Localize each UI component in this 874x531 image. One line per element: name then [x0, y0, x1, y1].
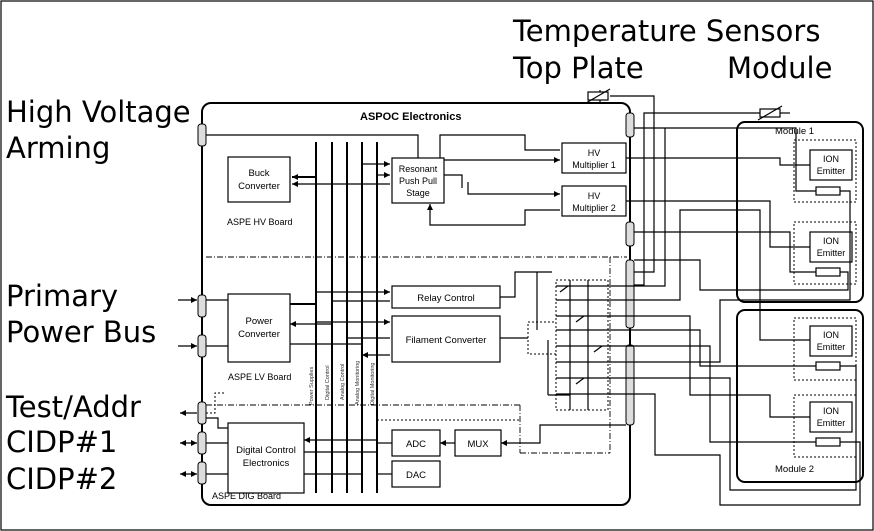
primary-power-connector-1: [197, 294, 207, 318]
module-1-emitter-2: [809, 231, 853, 263]
mux-block: [454, 429, 502, 457]
right-connector-3: [625, 259, 635, 329]
cidp1-label: CIDP#1: [6, 425, 117, 459]
module-2-label: Module 2: [775, 464, 814, 475]
test-addr-label: Test/Addr: [5, 390, 141, 424]
svg-text:ION: ION: [823, 154, 839, 164]
dig-board-label: ASPE DIG Board: [212, 491, 281, 501]
bus-label-power-supplies: Power Supplies: [309, 367, 315, 405]
high-voltage-label: High Voltage: [6, 95, 191, 129]
power-bus-label: Power Bus: [6, 315, 156, 349]
bus-label-digital-control: Digital Control: [325, 365, 331, 400]
module-2-emitter-group-1: [793, 317, 857, 381]
bus-lines: [315, 142, 378, 493]
right-connector-2: [625, 221, 635, 247]
resonant-label-1: Resonant: [399, 164, 438, 174]
resonant-label-2: Push Pull: [399, 176, 437, 186]
aspoc-electronics-title: ASPOC Electronics: [360, 111, 461, 123]
module-1-emitter-1: [809, 149, 853, 181]
relay-switch-matrix: [527, 279, 609, 411]
primary-power-connector-2: [197, 334, 207, 358]
bus-label-analog-monitoring: Analog Monitoring: [355, 361, 361, 405]
hv-multiplier-2-block: [561, 185, 627, 217]
module-2-emitter-1: [809, 325, 853, 357]
hvmult1-label-1: HV: [588, 148, 601, 158]
filament-label: Filament Converter: [406, 335, 487, 346]
svg-text:ION: ION: [823, 236, 839, 246]
module-1: [736, 121, 864, 303]
cidp2-label: CIDP#2: [6, 462, 117, 496]
module-label: Module: [727, 51, 832, 85]
hvmult2-label-2: Multiplier 2: [572, 203, 616, 213]
cidp1-connector: [197, 431, 207, 455]
arming-label: Arming: [6, 131, 110, 165]
digital-label-1: Digital Control: [236, 445, 296, 456]
svg-text:Emitter: Emitter: [817, 248, 846, 258]
mux-label: MUX: [467, 439, 489, 450]
svg-text:ION: ION: [823, 330, 839, 340]
buck-converter-block: [227, 156, 291, 203]
right-connector-4: [625, 344, 635, 426]
module-wiring: [608, 127, 861, 506]
module-1-emitter-group-1: [793, 139, 857, 203]
temperature-sensors-label: Temperature Sensors: [512, 14, 820, 48]
digital-label-2: Electronics: [243, 458, 290, 469]
resonant-label-3: Stage: [406, 188, 430, 198]
cidp2-connector: [197, 461, 207, 485]
adc-label: ADC: [406, 439, 426, 450]
bus-label-analog-control: Analog Control: [340, 364, 346, 400]
svg-text:ION: ION: [823, 406, 839, 416]
dac-label: DAC: [406, 470, 426, 481]
power-label-2: Converter: [238, 329, 280, 340]
module-2-emitter-2: [809, 401, 853, 433]
hv-board-label: ASPE HV Board: [227, 217, 293, 227]
module-1-label: Module 1: [775, 126, 814, 137]
right-connector-1: [625, 112, 635, 138]
lv-board-label: ASPE LV Board: [228, 372, 291, 382]
svg-text:Emitter: Emitter: [817, 342, 846, 352]
bus-label-digital-monitoring: Digital Monitoring: [370, 363, 376, 406]
hvmult2-label-1: HV: [588, 191, 601, 201]
filament-converter-block: [391, 315, 501, 363]
adc-block: [391, 429, 441, 457]
hvmult1-label-2: Multiplier 1: [572, 160, 616, 170]
hv-arming-connector: [197, 123, 207, 147]
buck-label-2: Converter: [238, 181, 280, 192]
svg-text:Emitter: Emitter: [817, 418, 846, 428]
power-label-1: Power: [246, 316, 273, 327]
module-2: [736, 309, 864, 483]
test-addr-connector: [197, 401, 207, 425]
relay-label: Relay Control: [417, 293, 475, 304]
primary-label: Primary: [6, 279, 118, 313]
buck-label-1: Buck: [248, 168, 269, 179]
module-1-emitter-group-2: [793, 221, 857, 285]
digital-control-block: [227, 422, 305, 494]
svg-text:Emitter: Emitter: [817, 166, 846, 176]
power-converter-block: [227, 293, 291, 363]
top-plate-label: Top Plate: [512, 51, 644, 85]
